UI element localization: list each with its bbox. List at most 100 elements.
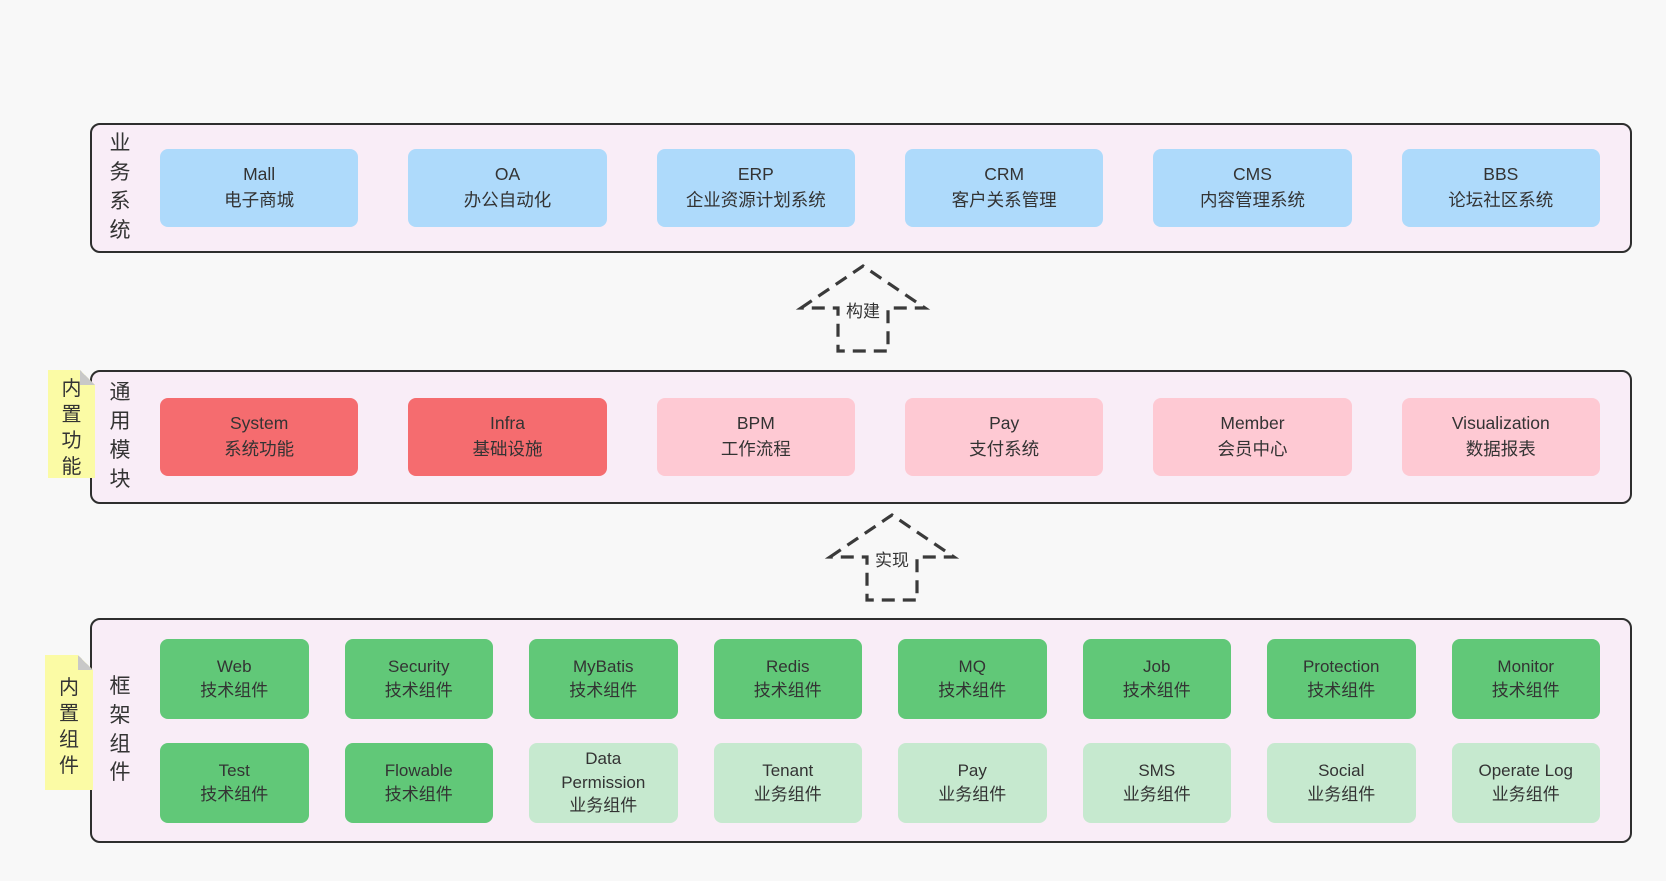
box-bbs-desc: 论坛社区系统 [1448,190,1554,210]
box-system-desc: 系统功能 [224,439,295,459]
box-infra-name: Infra [489,413,525,434]
box-bbs-name: BBS [1483,164,1519,185]
box-system: System 系统功能 [160,398,359,476]
box-pay-module-name: Pay [989,413,1020,434]
box-flowable-name: Flowable [384,760,453,780]
box-system-name: System [229,413,289,434]
box-oa-desc: 办公自动化 [463,190,552,210]
box-mybatis-desc: 技术组件 [569,680,638,700]
layer-label-framework-text: 框架组件 [109,674,131,785]
implement-arrow-label: 实现 [872,546,912,571]
box-member-name: Member [1220,413,1285,434]
box-test-name: Test [218,760,250,780]
box-redis-desc: 技术组件 [753,680,822,700]
box-cms-name: CMS [1233,164,1272,185]
box-web-desc: 技术组件 [200,680,269,700]
box-pay-component: Pay 业务组件 [898,742,1047,823]
sticky-note-builtin-components-text: 内置组件 [59,676,79,777]
box-sms-desc: 业务组件 [1122,784,1191,804]
sticky-note-builtin-features: 内置功能 [48,370,95,478]
box-pay-module-desc: 支付系统 [969,439,1040,459]
box-data-permission-name: Data Permission [561,748,646,792]
box-mybatis: MyBatis 技术组件 [529,638,678,719]
layer-label-modules-text: 通用模块 [109,381,131,491]
sticky-note-builtin-components: 内置组件 [45,655,93,790]
implement-arrow: 实现 [822,511,962,603]
dashed-up-arrow-icon [795,264,931,353]
box-sms-name: SMS [1138,760,1176,780]
box-bpm-desc: 工作流程 [720,439,791,459]
box-social-name: Social [1318,760,1365,780]
box-web: Web 技术组件 [160,638,309,719]
layer-common-modules: 通用模块 System 系统功能 Infra 基础设施 BPM 工作流程 Pay… [90,370,1632,504]
box-data-permission-desc: 业务组件 [569,796,638,816]
box-redis: Redis 技术组件 [713,638,862,719]
box-erp-desc: 企业资源计划系统 [685,190,826,210]
sticky-note-builtin-features-text: 内置功能 [61,378,82,478]
box-visualization-desc: 数据报表 [1465,439,1536,459]
layer-label-framework: 框架组件 [104,620,136,841]
box-protection: Protection 技术组件 [1267,638,1416,719]
box-oa: OA 办公自动化 [408,149,607,227]
business-box-row: Mall 电子商城 OA 办公自动化 ERP 企业资源计划系统 CRM 客户关系… [136,125,1630,251]
box-infra: Infra 基础设施 [408,398,607,476]
box-job: Job 技术组件 [1082,638,1231,719]
box-mall-name: Mall [243,164,276,185]
box-security: Security 技术组件 [344,638,493,719]
box-tenant: Tenant 业务组件 [713,742,862,823]
box-tenant-desc: 业务组件 [753,784,822,804]
box-member-desc: 会员中心 [1217,439,1288,459]
box-operate-log: Operate Log 业务组件 [1451,742,1600,823]
box-infra-desc: 基础设施 [472,439,543,459]
box-bpm-name: BPM [736,413,775,434]
box-flowable: Flowable 技术组件 [344,742,493,823]
box-monitor-desc: 技术组件 [1491,680,1560,700]
box-member: Member 会员中心 [1153,398,1352,476]
box-social-desc: 业务组件 [1307,784,1376,804]
layer-business-systems: 业务系统 Mall 电子商城 OA 办公自动化 ERP 企业资源计划系统 CRM… [90,123,1632,253]
box-visualization: Visualization 数据报表 [1401,398,1600,476]
layer-label-business-text: 业务系统 [109,132,131,242]
box-web-name: Web [216,656,252,676]
box-social: Social 业务组件 [1267,742,1416,823]
box-visualization-name: Visualization [1451,413,1550,434]
box-tenant-name: Tenant [762,760,814,780]
box-pay-module: Pay 支付系统 [904,398,1104,476]
module-box-row: System 系统功能 Infra 基础设施 BPM 工作流程 Pay 支付系统… [136,372,1630,502]
box-pay-component-name: Pay [957,760,987,780]
box-data-permission: Data Permission 业务组件 [529,742,678,823]
box-oa-name: OA [494,164,521,185]
box-crm: CRM 客户关系管理 [904,149,1104,227]
dashed-up-arrow-icon [824,513,960,602]
box-erp: ERP 企业资源计划系统 [656,149,855,227]
box-mq-name: MQ [958,656,986,676]
box-protection-name: Protection [1302,656,1380,676]
box-bbs: BBS 论坛社区系统 [1401,149,1600,227]
box-pay-component-desc: 业务组件 [938,784,1007,804]
layer-label-modules: 通用模块 [104,372,136,502]
box-operate-log-name: Operate Log [1478,760,1573,780]
box-job-name: Job [1143,656,1171,676]
box-test: Test 技术组件 [160,742,309,823]
box-mq-desc: 技术组件 [938,680,1007,700]
box-crm-name: CRM [984,164,1025,185]
framework-box-grid: Web 技术组件 Security 技术组件 MyBatis 技术组件 Redi… [136,620,1630,841]
box-sms: SMS 业务组件 [1082,742,1231,823]
build-arrow: 构建 [793,262,933,354]
box-mq: MQ 技术组件 [898,638,1047,719]
box-security-name: Security [388,656,450,676]
box-flowable-desc: 技术组件 [384,784,453,804]
box-mybatis-name: MyBatis [573,656,634,676]
box-job-desc: 技术组件 [1122,680,1191,700]
box-operate-log-desc: 业务组件 [1491,784,1560,804]
box-security-desc: 技术组件 [384,680,453,700]
box-test-desc: 技术组件 [200,784,269,804]
box-crm-desc: 客户关系管理 [951,190,1057,210]
box-redis-name: Redis [766,656,810,676]
box-mall-desc: 电子商城 [224,190,295,210]
box-erp-name: ERP [737,164,774,185]
box-monitor: Monitor 技术组件 [1451,638,1600,719]
box-cms-desc: 内容管理系统 [1199,190,1305,210]
layer-label-business: 业务系统 [104,125,136,251]
